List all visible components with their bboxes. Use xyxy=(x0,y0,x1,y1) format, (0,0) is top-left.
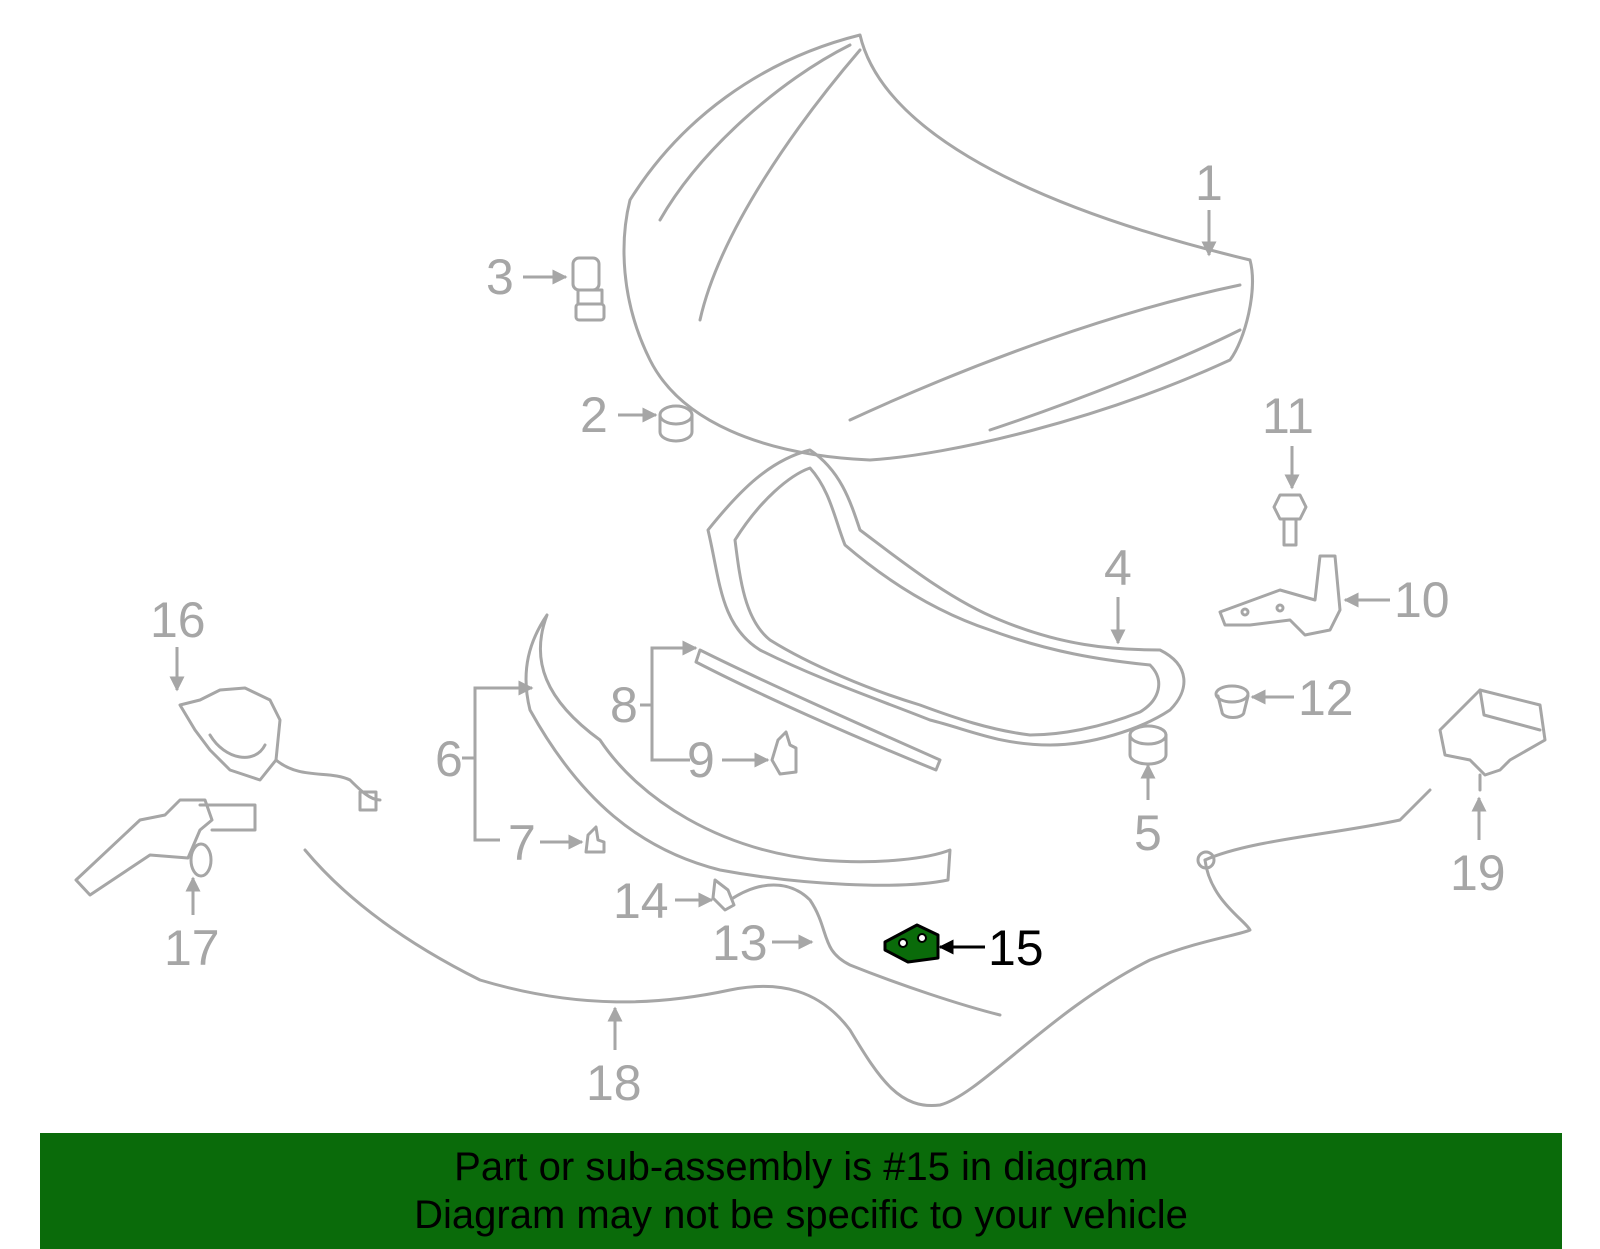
callout-label-5: 5 xyxy=(1134,805,1162,861)
callout-label-19: 19 xyxy=(1450,845,1506,901)
callout-4: 4 xyxy=(1104,540,1132,645)
callout-label-10: 10 xyxy=(1394,572,1450,628)
front-seal-part xyxy=(524,613,952,887)
callout-12: 12 xyxy=(1250,670,1354,726)
grommet-part xyxy=(1214,684,1250,719)
release-cable-part xyxy=(728,883,1002,1017)
callout-label-11: 11 xyxy=(1262,388,1314,444)
cable-clip-part xyxy=(711,878,736,912)
callout-label-18: 18 xyxy=(586,1055,642,1111)
callout-9: 9 xyxy=(687,732,770,788)
callout-10: 10 xyxy=(1343,572,1450,628)
callout-1: 1 xyxy=(1195,155,1223,257)
callout-18: 18 xyxy=(586,1006,642,1111)
seal-clip-part-7 xyxy=(584,825,606,854)
callout-label-3: 3 xyxy=(486,249,514,305)
callout-label-9: 9 xyxy=(687,732,715,788)
callout-19: 19 xyxy=(1450,796,1506,901)
part-info-banner: Part or sub-assembly is #15 in diagram D… xyxy=(40,1133,1562,1249)
callout-5: 5 xyxy=(1134,763,1162,861)
callout-label-14: 14 xyxy=(613,873,669,929)
callout-7: 7 xyxy=(508,815,584,871)
callout-label-15: 15 xyxy=(988,920,1044,976)
hood-panel xyxy=(622,33,1254,462)
callout-label-7: 7 xyxy=(508,815,536,871)
rubber-bumper-part xyxy=(1128,724,1168,766)
callout-label-16: 16 xyxy=(150,592,206,648)
hinge-bracket-part xyxy=(1218,554,1342,637)
callout-11: 11 xyxy=(1262,388,1314,490)
callout-label-8: 8 xyxy=(610,677,638,733)
callout-13: 13 xyxy=(712,915,814,971)
banner-line-2: Diagram may not be specific to your vehi… xyxy=(414,1193,1188,1237)
callout-label-1: 1 xyxy=(1195,155,1223,211)
callout-label-17: 17 xyxy=(164,920,220,976)
banner-line-1: Part or sub-assembly is #15 in diagram xyxy=(454,1145,1148,1189)
stay-clip-part xyxy=(571,256,606,322)
hood-parts-diagram: 1 2 3 4 5 6 7 8 9 10 11 xyxy=(74,33,1547,1111)
callout-8: 8 xyxy=(610,640,698,762)
seal-clip-part-9 xyxy=(770,730,798,776)
callout-6: 6 xyxy=(435,680,534,842)
highlighted-part-15 xyxy=(883,923,940,964)
bolt-part xyxy=(1272,493,1308,547)
callout-3: 3 xyxy=(486,249,568,305)
bumper-cushion-part xyxy=(658,404,694,443)
hood-insulator xyxy=(706,448,1186,747)
callout-label-4: 4 xyxy=(1104,540,1132,596)
callout-16: 16 xyxy=(150,592,206,692)
callout-14: 14 xyxy=(613,873,714,929)
callout-17: 17 xyxy=(164,876,220,976)
callout-label-13: 13 xyxy=(712,915,768,971)
callout-label-6: 6 xyxy=(435,731,463,787)
hood-latch-part xyxy=(178,686,382,812)
callout-label-12: 12 xyxy=(1298,670,1354,726)
callout-label-2: 2 xyxy=(580,387,608,443)
main-cable-part xyxy=(303,788,1432,1108)
secondary-latch-part xyxy=(1438,688,1547,792)
latch-bracket-part xyxy=(74,798,257,897)
callout-2: 2 xyxy=(580,387,658,443)
rear-seal-part xyxy=(694,648,942,772)
callout-15: 15 xyxy=(938,920,1044,976)
